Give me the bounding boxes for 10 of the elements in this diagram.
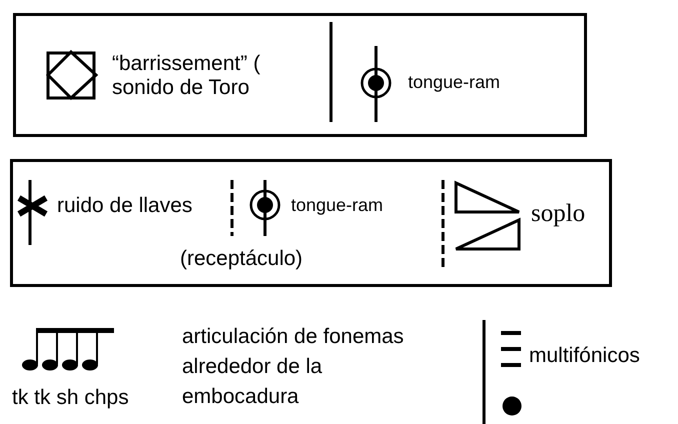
- symbol-label: tk tk sh chps: [12, 386, 129, 410]
- symbol-label: “barrissement” (: [112, 52, 260, 76]
- symbol-label: tongue-ram: [408, 72, 500, 93]
- symbol-label: (receptáculo): [180, 247, 303, 272]
- symbol-label: tongue-ram: [291, 195, 384, 216]
- symbol-label: ruido de llaves: [57, 194, 192, 218]
- symbol-label: articulación de fonemas alrededor de la embocadura: [182, 324, 405, 410]
- symbol-label: multifónicos: [529, 344, 640, 368]
- symbol-label: sonido de Toro: [112, 76, 250, 100]
- symbol-label: soplo: [531, 200, 586, 229]
